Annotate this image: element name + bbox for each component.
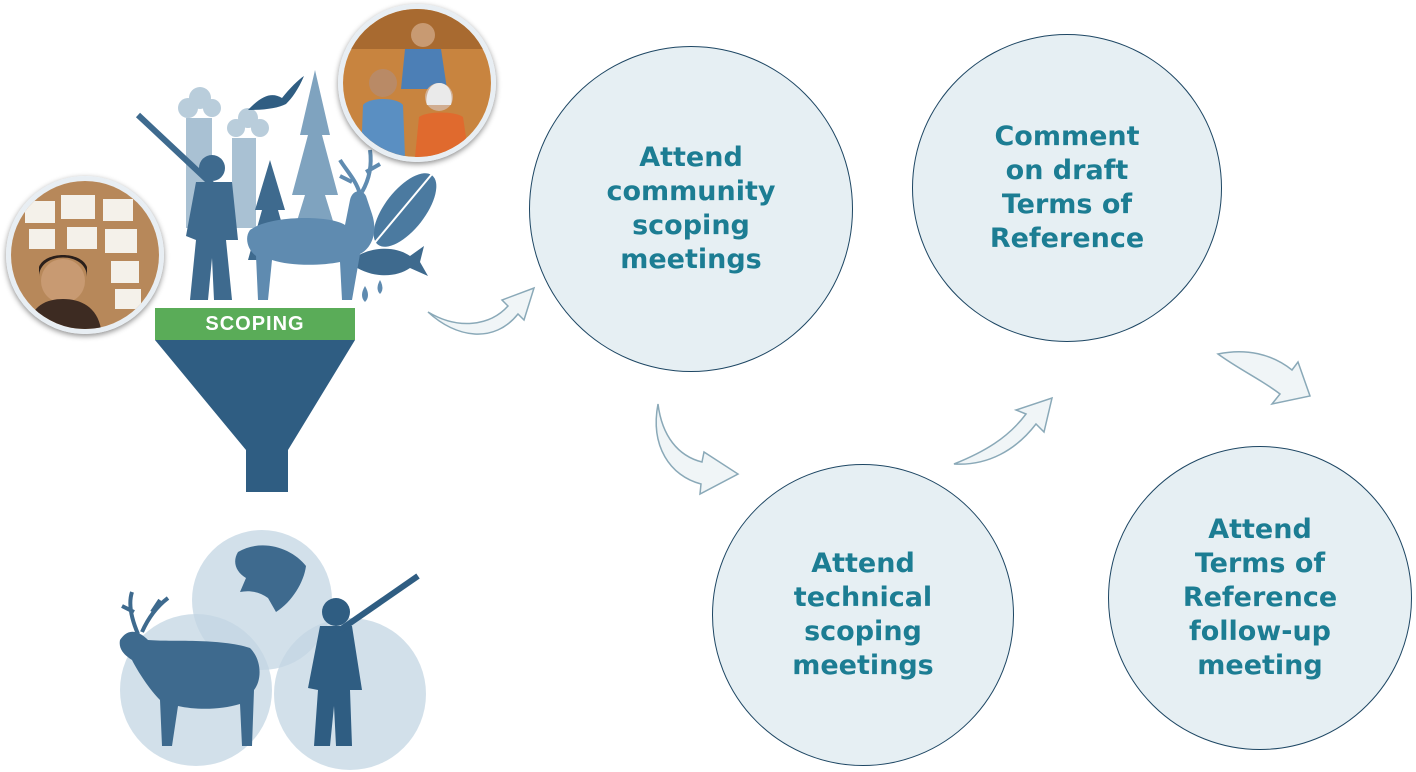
arrow-to-step-3	[953, 396, 1054, 465]
step-community-scoping: Attend community scoping meetings	[529, 46, 853, 372]
step-comment-draft-tor: Comment on draft Terms of Reference	[912, 34, 1222, 342]
step-technical-scoping: Attend technical scoping meetings	[712, 464, 1014, 766]
caribou-icon	[247, 149, 381, 300]
step-label: Attend community scoping meetings	[606, 142, 776, 275]
audience-photo	[338, 4, 496, 162]
fish-icon	[354, 246, 428, 276]
scoping-banner-label: SCOPING	[205, 313, 305, 335]
step-label: Attend technical scoping meetings	[792, 548, 934, 681]
fish-icon	[235, 545, 306, 612]
arrow-to-step-2	[655, 403, 740, 496]
funnel-icon	[155, 340, 355, 492]
hunter-icon	[135, 112, 238, 300]
smoke-icon	[178, 87, 269, 137]
flow-arrows	[427, 286, 1311, 496]
arrow-to-step-1	[427, 286, 536, 335]
step-label: Comment on draft Terms of Reference	[989, 121, 1145, 254]
scoping-banner	[155, 308, 355, 340]
feather-icon	[371, 173, 437, 247]
arrow-to-step-4	[1216, 351, 1311, 406]
eagle-icon	[248, 76, 304, 110]
step-label: Attend Terms of Reference follow-up meet…	[1182, 514, 1338, 681]
hunter-icon	[308, 573, 420, 746]
community-meeting-photo	[6, 176, 164, 334]
step-tor-follow-up: Attend Terms of Reference follow-up meet…	[1108, 446, 1412, 750]
caribou-icon	[119, 591, 260, 746]
